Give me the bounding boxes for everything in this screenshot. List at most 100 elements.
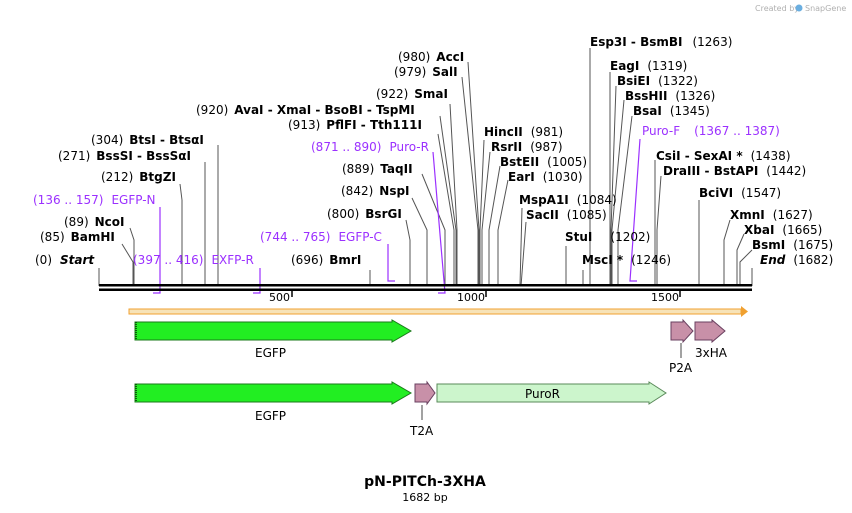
site-line-btgzi	[179, 183, 183, 286]
orf-arrow	[128, 306, 748, 317]
map-length: 1682 bp	[402, 491, 447, 504]
site-xmni[interactable]: XmnI(1627)	[730, 208, 813, 222]
svg-text:BciVI(1547): BciVI(1547)	[699, 186, 781, 200]
site-line-mspa1i	[519, 207, 523, 287]
site-bsteii[interactable]: BstEII(1005)	[500, 155, 587, 169]
site-sali[interactable]: (979)SalI	[394, 65, 458, 79]
site-end[interactable]: End(1682)	[760, 253, 833, 267]
svg-text:XbaI(1665): XbaI(1665)	[744, 223, 822, 237]
site-line-bsmi	[739, 249, 753, 286]
site-sacii[interactable]: SacII(1085)	[526, 208, 607, 222]
feature-t2a[interactable]: T2A	[409, 380, 436, 438]
site-rsrii[interactable]: RsrII(987)	[491, 140, 563, 154]
feature-label-egfp-1: EGFP	[255, 346, 286, 360]
snapgene-credit: Created by SnapGene	[755, 4, 846, 13]
site-line-ncoi	[129, 227, 135, 286]
feature-egfp-2[interactable]: EGFP	[134, 381, 412, 423]
site-esp3i[interactable]: Esp3I - BsmBI(1263)	[590, 35, 732, 49]
feature-p2a[interactable]: P2A	[669, 318, 694, 375]
site-line-bsrgi	[405, 219, 411, 286]
site-line-eari	[497, 179, 509, 286]
snapgene-logo-icon	[795, 4, 803, 12]
site-line-xmni	[723, 219, 731, 286]
site-hincii[interactable]: HincII(981)	[484, 125, 563, 139]
svg-text:(744 .. 765)EGFP-C: (744 .. 765)EGFP-C	[260, 230, 382, 244]
svg-text:XmnI(1627): XmnI(1627)	[730, 208, 813, 222]
feature-puror[interactable]: PuroR	[436, 381, 667, 405]
primer-line-egfp-n	[153, 207, 161, 294]
svg-text:(920)AvaI - XmaI - BsoBI: (920)AvaI - XmaI - BsoBI - TspMI	[196, 103, 415, 117]
site-start-name: Start	[60, 253, 95, 267]
site-line-bamhi	[121, 243, 134, 286]
svg-text:(89)NcoI: (89)NcoI	[64, 215, 125, 229]
site-line-sacii	[520, 221, 527, 287]
site-bcivi[interactable]: BciVI(1547)	[699, 186, 781, 200]
site-bsmi[interactable]: BsmI(1675)	[752, 238, 833, 252]
svg-text:(800)BsrGI: (800)BsrGI	[327, 207, 402, 221]
feature-3xha[interactable]: 3xHA	[694, 318, 728, 360]
site-line-bsshii	[611, 99, 625, 286]
site-taqii[interactable]: (889)TaqII	[342, 162, 413, 176]
feature-egfp-1[interactable]: EGFP	[134, 319, 412, 360]
tick-label-1000: 1000	[457, 291, 485, 304]
svg-text:(304)BtsI - BtsαI: (304)BtsI - BtsαI	[91, 133, 204, 147]
site-smai[interactable]: (922)SmaI	[376, 87, 448, 101]
site-labels: (0) Start (85)BamHI (89)NcoI (212)BtgZI (…	[35, 35, 833, 267]
site-start[interactable]: (0) Start	[35, 253, 95, 267]
svg-text:HincII(981): HincII(981)	[484, 125, 563, 139]
svg-text:(0)Start: (0) Start	[35, 253, 95, 267]
site-line-acci	[467, 61, 480, 286]
site-acci[interactable]: (980)AccI	[398, 50, 464, 64]
site-btgzi[interactable]: (212)BtgZI	[101, 170, 176, 184]
site-avai[interactable]: (920)AvaI - XmaI - BsoBI - TspMI	[196, 103, 415, 117]
site-eari[interactable]: EarI(1030)	[508, 170, 583, 184]
svg-text:(842)NspI: (842)NspI	[341, 184, 410, 198]
svg-text:EarI(1030): EarI(1030)	[508, 170, 583, 184]
primer-labels: (136 .. 157)EGFP-N (397 .. 416)EXFP-R (7…	[33, 124, 780, 267]
site-bsrgi[interactable]: (800)BsrGI	[327, 207, 402, 221]
site-bamhi[interactable]: (85)BamHI	[40, 230, 115, 244]
svg-text:(980)AccI: (980)AccI	[398, 50, 464, 64]
svg-text:(136 .. 157)EGFP-N: (136 .. 157)EGFP-N	[33, 193, 156, 207]
feature-label-p2a: P2A	[669, 361, 693, 375]
svg-text:(212)BtgZI: (212)BtgZI	[101, 170, 176, 184]
svg-text:(271)BssSI - BssSαI: (271)BssSI - BssSαI	[58, 149, 191, 163]
site-bsai[interactable]: BsaI(1345)	[633, 104, 710, 118]
primer-line-puro-f	[629, 138, 641, 282]
site-ncoi[interactable]: (89)NcoI	[64, 215, 125, 229]
map-title: pN-PITCh-3XHA	[364, 474, 486, 490]
site-stui[interactable]: StuI(1202)	[565, 230, 650, 244]
site-start-pos: (0)	[35, 253, 52, 267]
site-msci[interactable]: MscI *(1246)	[582, 253, 671, 267]
svg-text:End(1682): End(1682)	[760, 253, 833, 267]
site-line-smai	[449, 103, 458, 286]
site-btsi[interactable]: (304)BtsI - BtsαI	[91, 133, 204, 147]
site-csii[interactable]: CsiI - SexAI *(1438)	[656, 149, 791, 163]
primer-line-exfp-r	[253, 268, 261, 294]
site-line-pflfi	[437, 133, 455, 286]
svg-text:RsrII(987): RsrII(987)	[491, 140, 563, 154]
svg-text:(871 .. 890)Puro-R: (871 .. 890)Puro-R	[311, 140, 429, 154]
site-xbai[interactable]: XbaI(1665)	[744, 223, 822, 237]
site-mspa1i[interactable]: MspA1I(1084)	[519, 193, 617, 207]
credit-brand: SnapGene	[805, 4, 846, 13]
primer-egfp-n[interactable]: (136 .. 157)EGFP-N	[33, 193, 156, 207]
svg-text:(696)BmrI: (696)BmrI	[291, 253, 361, 267]
feature-label-3xha: 3xHA	[695, 346, 728, 360]
tick-label-500: 500	[269, 291, 290, 304]
site-pflfi[interactable]: (913)PflFI - Tth111I	[288, 118, 422, 132]
site-bsiei[interactable]: BsiEI(1322)	[617, 74, 698, 88]
site-bsshii[interactable]: BssHII(1326)	[625, 89, 715, 103]
primer-exfp-r[interactable]: (397 .. 416)EXFP-R	[133, 253, 254, 267]
primer-line-egfp-c	[387, 244, 395, 282]
feature-label-puror: PuroR	[525, 387, 560, 401]
site-draiii[interactable]: DraIII - BstAPI(1442)	[663, 164, 806, 178]
site-bmri[interactable]: (696)BmrI	[291, 253, 361, 267]
site-line-bsai	[617, 115, 633, 286]
site-bsssi[interactable]: (271)BssSI - BssSαI	[58, 149, 191, 163]
site-nspi[interactable]: (842)NspI	[341, 184, 410, 198]
primer-egfp-c[interactable]: (744 .. 765)EGFP-C	[260, 230, 382, 244]
primer-puro-r[interactable]: (871 .. 890)Puro-R	[311, 140, 429, 154]
site-eagi[interactable]: EagI(1319)	[610, 59, 687, 73]
primer-puro-f[interactable]: Puro-F(1367 .. 1387)	[642, 124, 780, 138]
